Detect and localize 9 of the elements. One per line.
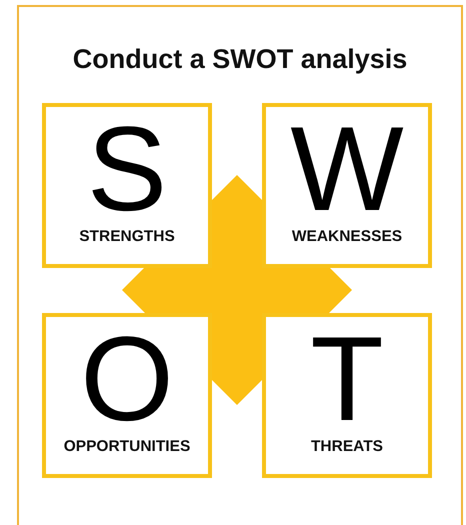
title: Conduct a SWOT analysis — [72, 44, 408, 75]
swot-box — [262, 313, 432, 478]
swot-box — [42, 313, 212, 478]
box-label: THREATS — [310, 438, 384, 456]
box-label: STRENGTHS — [78, 228, 176, 246]
swot-box — [42, 103, 212, 268]
swot-box — [262, 103, 432, 268]
box-label: OPPORTUNITIES — [62, 438, 192, 456]
box-label: WEAKNESSES — [290, 228, 404, 246]
